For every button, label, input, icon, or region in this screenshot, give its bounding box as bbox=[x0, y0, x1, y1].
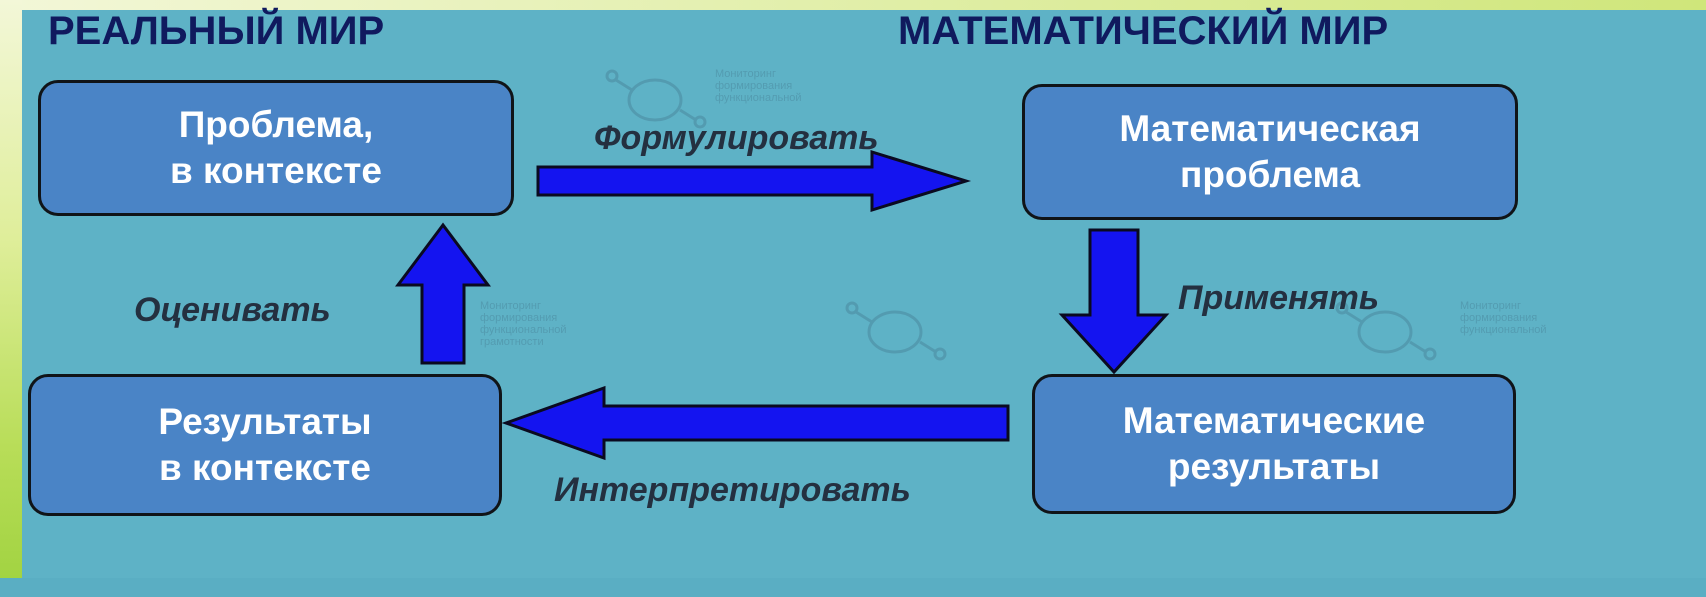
watermark: Мониторинг формирования функциональной г… bbox=[480, 300, 567, 348]
node-line: в контексте bbox=[169, 150, 382, 191]
brain-network-icon bbox=[845, 301, 947, 361]
brain-network-icon bbox=[605, 69, 707, 129]
interpret-label: Интерпретировать bbox=[554, 471, 911, 509]
node-line: результаты bbox=[1167, 446, 1381, 487]
node-results-in-context: Результаты в контексте bbox=[28, 374, 502, 516]
math-world-heading: МАТЕМАТИЧЕСКИЙ МИР bbox=[898, 9, 1389, 53]
watermark bbox=[600, 68, 710, 135]
node-line: Математические bbox=[1122, 400, 1426, 441]
watermark bbox=[840, 300, 950, 367]
evaluate-arrow bbox=[395, 222, 491, 365]
node-line: Проблема, bbox=[178, 104, 374, 145]
formulate-label: Формулировать bbox=[594, 119, 879, 157]
node-problem-in-context: Проблема, в контексте bbox=[38, 80, 514, 216]
bottom-band bbox=[0, 578, 1706, 597]
node-line: Математическая bbox=[1119, 108, 1421, 149]
interpret-arrow bbox=[501, 385, 1010, 461]
brain-network-icon bbox=[1335, 301, 1437, 361]
node-line: проблема bbox=[1179, 154, 1361, 195]
evaluate-label: Оценивать bbox=[134, 291, 331, 329]
watermark: Мониторинг формирования функциональной bbox=[715, 68, 802, 104]
node-line: Результаты bbox=[158, 401, 372, 442]
top-decor-strip bbox=[0, 0, 1706, 10]
watermark: Мониторинг формирования функциональной bbox=[1460, 300, 1547, 336]
real-world-heading: РЕАЛЬНЫЙ МИР bbox=[48, 9, 385, 53]
formulate-arrow bbox=[536, 149, 972, 213]
watermark bbox=[1330, 300, 1440, 367]
node-line: в контексте bbox=[158, 447, 371, 488]
left-decor-strip bbox=[0, 0, 22, 597]
apply-arrow bbox=[1058, 228, 1170, 375]
node-math-results: Математические результаты bbox=[1032, 374, 1516, 514]
apply-label: Применять bbox=[1178, 279, 1380, 317]
node-math-problem: Математическая проблема bbox=[1022, 84, 1518, 220]
